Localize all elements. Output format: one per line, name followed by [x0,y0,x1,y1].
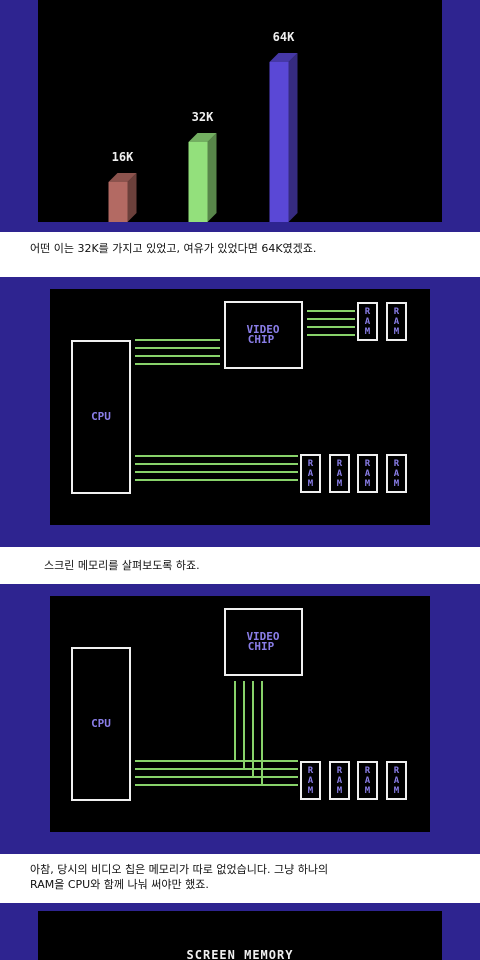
svg-text:A: A [365,469,371,479]
c64-screen: 16K 32K 64K [38,0,442,222]
cpu-label: CPU [91,717,111,730]
video-chip-label-line2: CHIP [248,640,275,653]
c64-screen: SCREEN MEMORY [38,911,442,960]
panel-architecture: CPU VIDEO CHIP [0,277,480,547]
svg-text:A: A [394,469,400,479]
ram-chip: R A M [329,454,350,493]
panel-screen-memory: SCREEN MEMORY [0,903,480,960]
svg-text:R: R [337,766,343,776]
bar-64K [269,53,298,222]
caption-2: 스크린 메모리를 살펴보도록 하죠. [44,559,200,572]
svg-text:A: A [308,469,314,479]
video-chip-label-line1: VIDEO [246,323,279,336]
ram-chip: R A M [357,454,378,493]
video-chip-box [224,301,303,369]
svg-text:M: M [394,786,400,796]
svg-text:R: R [365,459,371,469]
svg-text:M: M [308,786,314,796]
ram-chip: R A M [386,302,407,341]
memory-size-bar-chart: 16K 32K 64K [108,30,298,222]
bar-label: 32K [192,110,214,124]
bar-label: 64K [273,30,295,44]
svg-text:R: R [308,766,314,776]
ram-chip: R A M [300,761,321,800]
ram-chip: R A M [329,761,350,800]
svg-text:R: R [394,459,400,469]
architecture-diagram: CPU VIDEO CHIP [71,301,407,494]
c64-screen: CPU VIDEO CHIP R A M [50,596,430,832]
svg-text:A: A [365,317,371,327]
svg-text:R: R [394,766,400,776]
screen-memory-title: SCREEN MEMORY [186,948,294,960]
svg-text:R: R [365,307,371,317]
svg-text:M: M [337,479,343,489]
caption-3-line-2: RAM을 CPU와 함께 나눠 써야만 했죠. [30,878,209,891]
svg-text:M: M [394,479,400,489]
c64-screen: CPU VIDEO CHIP [50,289,430,525]
bar-label: 16K [112,150,134,164]
svg-text:M: M [365,786,371,796]
svg-text:A: A [337,776,343,786]
bar-32K [188,133,217,222]
svg-text:A: A [394,776,400,786]
svg-text:A: A [308,776,314,786]
svg-text:M: M [308,479,314,489]
ram-chip: R A M [386,454,407,493]
video-chip-label-line1: VIDEO [246,630,279,643]
svg-text:M: M [365,479,371,489]
caption-3: 아참, 당시의 비디오 칩은 메모리가 따로 없었습니다. 그냥 하나의 RAM… [30,862,450,892]
ram-chip: R A M [357,761,378,800]
cpu-box [71,340,131,494]
svg-text:M: M [365,327,371,337]
cpu-label: CPU [91,410,111,423]
svg-text:A: A [365,776,371,786]
svg-text:R: R [308,459,314,469]
caption-3-line-1: 아참, 당시의 비디오 칩은 메모리가 따로 없었습니다. 그냥 하나의 [30,863,329,876]
shared-ram-diagram: CPU VIDEO CHIP R A M [71,608,407,801]
svg-text:M: M [394,327,400,337]
svg-text:R: R [394,307,400,317]
panel-shared-ram: CPU VIDEO CHIP R A M [0,584,480,854]
bar-16K [108,173,137,222]
ram-chip: R A M [357,302,378,341]
ram-chip: R A M [300,454,321,493]
svg-text:R: R [337,459,343,469]
video-chip-box [224,608,303,676]
svg-text:M: M [337,786,343,796]
panel-memory-sizes: 16K 32K 64K [0,0,480,232]
ram-chip: R A M [386,761,407,800]
video-chip-label-line2: CHIP [248,333,275,346]
svg-text:A: A [394,317,400,327]
svg-text:A: A [337,469,343,479]
caption-1: 어떤 이는 32K를 가지고 있었고, 여유가 있었다면 64K였겠죠. [30,242,317,255]
cpu-box [71,647,131,801]
svg-text:R: R [365,766,371,776]
